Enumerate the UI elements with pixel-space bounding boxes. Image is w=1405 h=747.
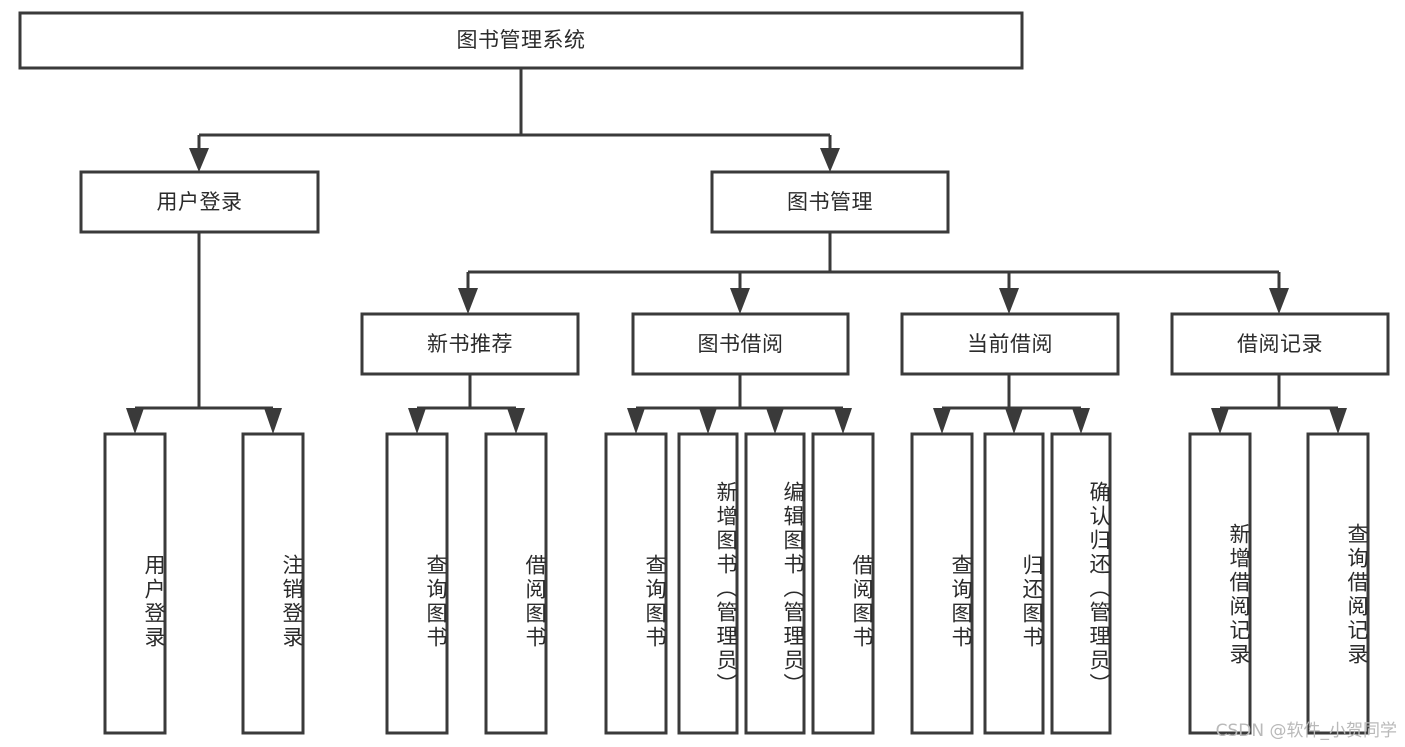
node-box-leaf-borrow-book-2[interactable] <box>811 432 875 735</box>
arrow-to-leaf-add-book <box>699 408 717 434</box>
arrow-to-leaf-logout <box>264 408 282 434</box>
arrow-to-leaf-query-record <box>1329 408 1347 434</box>
arrow-to-leaf-edit-book <box>766 408 784 434</box>
arrow-to-leaf-borrow-book-2 <box>834 408 852 434</box>
arrow-to-leaf-query-book-1 <box>408 408 426 434</box>
arrow-to-leaf-query-book-2 <box>627 408 645 434</box>
arrow-to-book-borrow <box>730 288 750 314</box>
arrow-to-leaf-return-book <box>1005 408 1023 434</box>
node-box-leaf-return-book[interactable] <box>983 432 1045 735</box>
node-box-leaf-add-book[interactable] <box>677 432 739 735</box>
node-box-leaf-query-book-1[interactable] <box>385 432 449 735</box>
arrow-root-to-book-manage <box>820 148 840 172</box>
node-box-leaf-query-record[interactable] <box>1306 432 1370 735</box>
arrow-to-borrow-record <box>1269 288 1289 314</box>
arrow-to-current-borrow <box>999 288 1019 314</box>
node-box-leaf-user-login[interactable] <box>103 432 167 735</box>
arrow-to-leaf-query-book-3 <box>933 408 951 434</box>
node-box-root[interactable] <box>18 11 1024 70</box>
node-box-leaf-edit-book[interactable] <box>744 432 806 735</box>
node-box-leaf-query-book-3[interactable] <box>910 432 974 735</box>
node-box-book-borrow[interactable] <box>631 312 850 376</box>
arrow-to-leaf-borrow-book-1 <box>507 408 525 434</box>
node-box-leaf-add-record[interactable] <box>1188 432 1252 735</box>
arrow-to-leaf-confirm-return <box>1072 408 1090 434</box>
node-box-leaf-query-book-2[interactable] <box>604 432 668 735</box>
arrow-to-new-book-recommend <box>458 288 478 314</box>
node-box-leaf-logout[interactable] <box>241 432 305 735</box>
node-box-borrow-record[interactable] <box>1170 312 1390 376</box>
node-box-current-borrow[interactable] <box>900 312 1120 376</box>
node-box-leaf-confirm-return[interactable] <box>1050 432 1112 735</box>
arrow-root-to-user-login <box>189 148 209 172</box>
arrow-to-leaf-user-login <box>126 408 144 434</box>
node-box-new-book-recommend[interactable] <box>360 312 580 376</box>
arrow-to-leaf-add-record <box>1211 408 1229 434</box>
node-box-user-login[interactable] <box>79 170 320 234</box>
node-box-book-manage[interactable] <box>710 170 950 234</box>
node-box-leaf-borrow-book-1[interactable] <box>484 432 548 735</box>
